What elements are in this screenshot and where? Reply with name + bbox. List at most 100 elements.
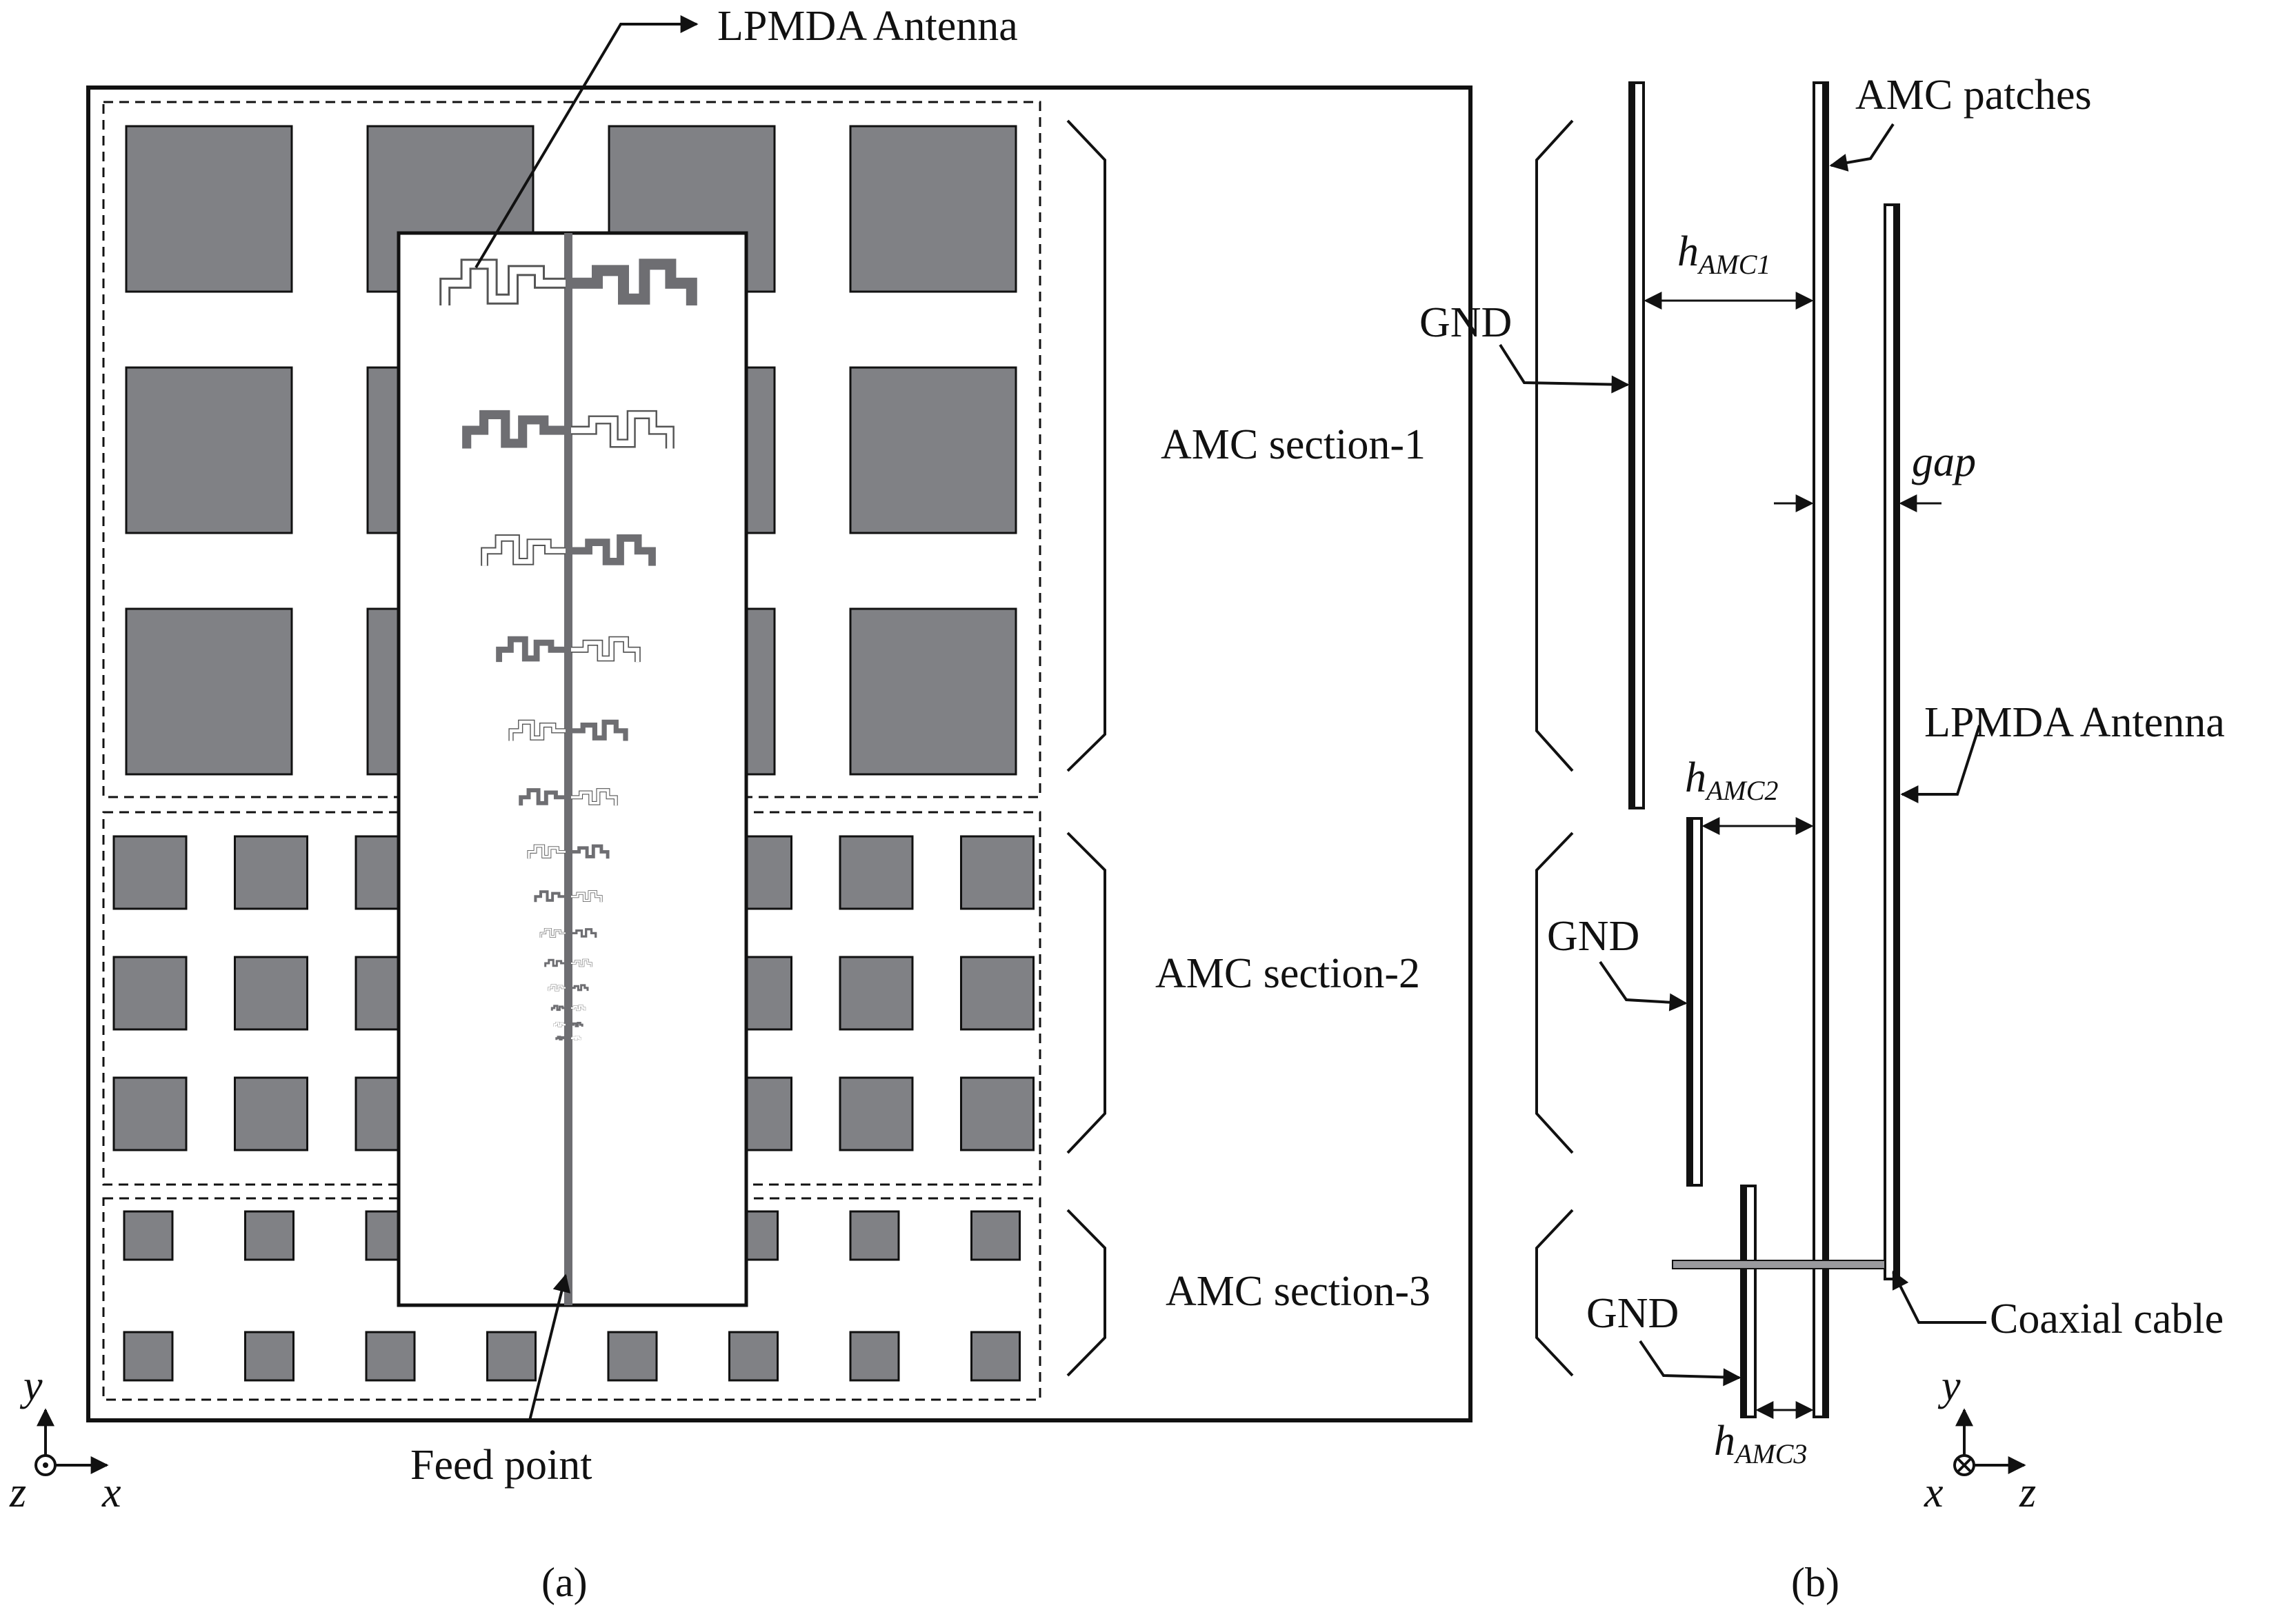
dipole-arm-inner <box>509 721 566 741</box>
amc-patch-s3 <box>728 1331 779 1382</box>
dipole-arm-inner <box>571 1036 581 1040</box>
board-outline <box>86 85 1473 1422</box>
amc-patch-s3 <box>607 1331 658 1382</box>
amc-patch-s2 <box>234 835 308 910</box>
dipole-arm-inner <box>571 412 673 449</box>
dipole-arm-inner <box>548 984 566 991</box>
dipole-arm-solid <box>571 1022 583 1027</box>
amc-patch-s3 <box>123 1331 174 1382</box>
feed-pointer <box>528 1273 570 1421</box>
lpmda-antenna <box>397 231 748 1307</box>
lpmda-pointer <box>475 15 699 269</box>
axis-x-label-b: x <box>1924 1469 1944 1516</box>
panel-b: hAMC1 hAMC2 hAMC3 gap AMC patches GND GN… <box>1419 72 2225 1605</box>
axis-y-label-b: y <box>1937 1362 1961 1409</box>
amc-patch-s1 <box>849 366 1017 534</box>
dipole-arm-inner <box>571 637 640 663</box>
amc-patch-s3 <box>244 1331 295 1382</box>
brace-b-section-1 <box>1535 119 1574 772</box>
dipole-arm-inner <box>571 891 602 903</box>
gnd3-pointer <box>1639 1340 1741 1387</box>
dipole-element <box>539 928 597 938</box>
amc-patch-s3 <box>849 1331 900 1382</box>
amc-patch-s3 <box>970 1210 1021 1261</box>
amc-patch-s2 <box>112 956 188 1031</box>
dipole-element <box>496 636 641 663</box>
feed-point-label: Feed point <box>410 1442 592 1489</box>
amc-patch-s2 <box>839 835 914 910</box>
dipole-arm-solid <box>571 259 697 305</box>
dipole-element <box>439 259 697 305</box>
axis-z-label-b: z <box>2019 1469 2036 1516</box>
axis-y-label-a: y <box>19 1362 43 1409</box>
brace-section-1 <box>1066 119 1106 772</box>
coaxial-cable-label: Coaxial cable <box>1990 1296 2224 1342</box>
dipole-element <box>527 844 610 859</box>
amc-patch-s3 <box>486 1331 537 1382</box>
lpmda-b-label: LPMDA Antenna <box>1924 699 2225 746</box>
amc-patches-pointer <box>1829 123 1895 172</box>
amc-patches-label: AMC patches <box>1855 72 2092 119</box>
axes-b: y x z <box>1924 1362 2036 1516</box>
dipole-arm-solid <box>571 534 656 566</box>
dipole-arm-inner <box>571 959 592 967</box>
dipole-arm-solid <box>462 410 566 449</box>
gnd-label-2: GND <box>1547 913 1639 960</box>
amc-patch-s2 <box>112 835 188 910</box>
amc-patch-s2 <box>960 835 1035 910</box>
amc-patch-s2 <box>839 956 914 1031</box>
amc-patch-s3 <box>849 1210 900 1261</box>
dipole-arm-solid <box>571 928 597 938</box>
dipole-arm-inner <box>441 261 566 305</box>
dipole-element <box>548 984 589 991</box>
amc-patch-s3 <box>970 1331 1021 1382</box>
dipole-element <box>462 410 675 449</box>
feed-line <box>564 233 572 1305</box>
gnd-label-3: GND <box>1586 1290 1679 1337</box>
amc-section-2-label: AMC section-2 <box>1155 950 1420 997</box>
amc-patch-s2 <box>839 1076 914 1151</box>
dipole-arm-solid <box>555 1036 566 1040</box>
dipole-arm-solid <box>571 984 589 991</box>
coaxial-cable <box>1672 1260 1886 1269</box>
dipole-arm-solid <box>571 844 610 859</box>
axes-a: y z x <box>9 1362 121 1516</box>
amc-patch-s2 <box>960 956 1035 1031</box>
h-amc2-label: hAMC2 <box>1685 754 1778 806</box>
dipole-arm-inner <box>540 928 566 938</box>
amc-patch-s2 <box>112 1076 188 1151</box>
amc-patch-s1 <box>849 607 1017 776</box>
dipole-element <box>544 958 592 967</box>
caption-a: (a) <box>541 1560 588 1605</box>
gap-label: gap <box>1912 439 1976 485</box>
panel-a: LPMDA Antenna Feed point AMC section-1 A… <box>9 3 1473 1605</box>
dipole-element <box>555 1036 581 1040</box>
dipole-arm-solid <box>534 890 566 903</box>
dipole-arm-solid <box>571 719 628 741</box>
amc-patch-s3 <box>365 1331 416 1382</box>
brace-section-2 <box>1066 832 1106 1154</box>
caption-b: (b) <box>1791 1560 1839 1605</box>
brace-section-3 <box>1066 1209 1106 1377</box>
lpmda-label: LPMDA Antenna <box>717 3 1018 50</box>
dipole-element <box>481 534 656 566</box>
axis-x-label-a: x <box>101 1469 121 1516</box>
lpmda-b-pointer <box>1900 725 1981 803</box>
amc-patch-s1 <box>125 366 293 534</box>
dipole-arm-inner <box>553 1022 566 1027</box>
gnd-label-1: GND <box>1419 299 1512 346</box>
coax-pointer <box>1892 1270 1986 1324</box>
h-amc1-label: hAMC1 <box>1677 228 1770 280</box>
dipole-element <box>534 890 603 903</box>
amc-patch-s3 <box>244 1210 295 1261</box>
gnd2-pointer <box>1599 960 1688 1011</box>
dipole-element <box>553 1022 583 1027</box>
amc-patch-s2 <box>234 1076 308 1151</box>
dipole-arm-inner <box>528 845 566 859</box>
dipole-arm-inner <box>571 789 617 806</box>
dipole-element <box>519 788 618 806</box>
amc-patch-s1 <box>125 607 293 776</box>
dipole-arm-solid <box>544 958 566 967</box>
amc-patch-s2 <box>234 956 308 1031</box>
